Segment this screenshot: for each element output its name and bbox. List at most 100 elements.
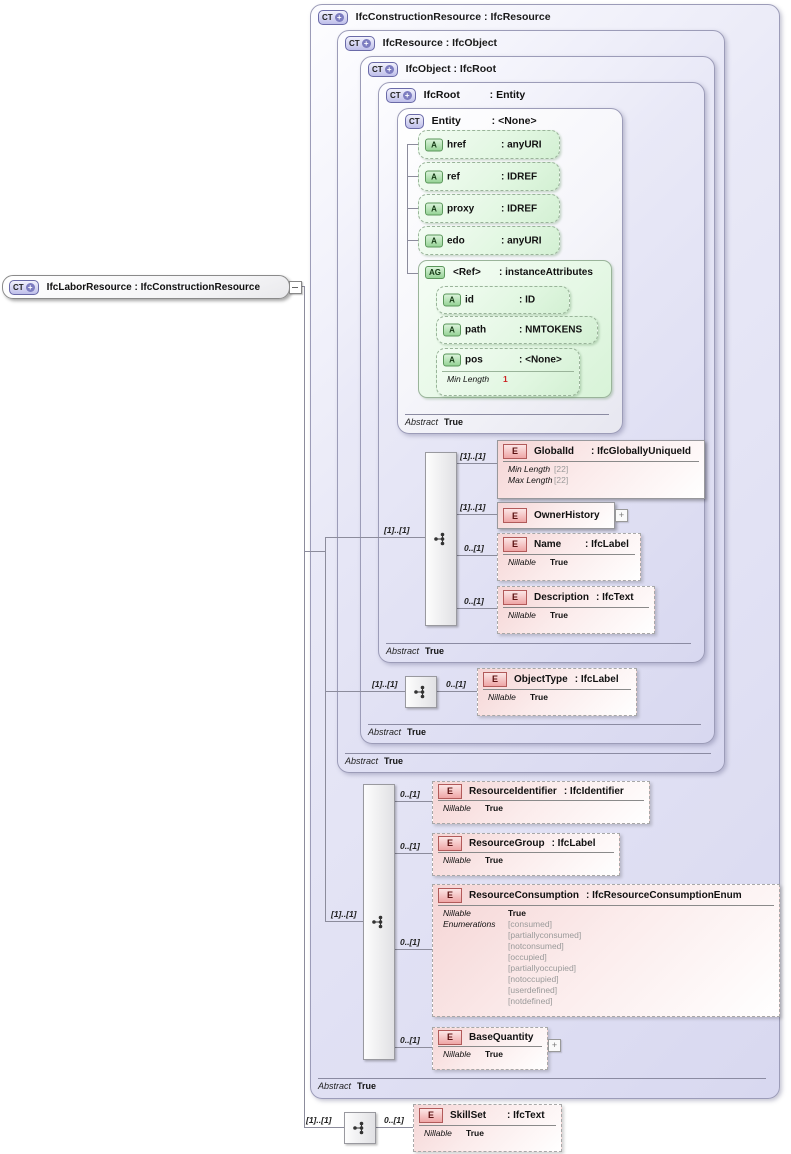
element-badge: E — [503, 589, 527, 605]
connector — [325, 537, 326, 922]
element-badge: E — [503, 443, 527, 459]
cardinality-label: 0..[1] — [464, 543, 484, 553]
complextype-badge[interactable]: CT+ — [386, 87, 416, 103]
sequence-icon — [353, 1121, 364, 1135]
connector — [304, 1127, 345, 1128]
element-badge: E — [483, 671, 507, 687]
root-type-box[interactable]: CT+ IfcLaborResource : IfcConstructionRe… — [2, 275, 290, 299]
connector — [374, 1127, 413, 1128]
complextype-badge[interactable]: CT+ — [318, 9, 348, 25]
sequence-compositor[interactable] — [363, 784, 395, 1060]
attribute-href[interactable]: A href : anyURI — [418, 130, 560, 159]
connector — [325, 921, 363, 922]
sequence-icon — [434, 532, 445, 546]
connector — [304, 551, 325, 552]
connector — [393, 853, 432, 854]
container-title: IfcObject : IfcRoot — [405, 63, 497, 75]
element-badge: E — [438, 783, 462, 799]
connector — [300, 286, 305, 287]
cardinality-label: [1]..[1] — [306, 1115, 332, 1125]
sequence-compositor[interactable] — [344, 1112, 376, 1144]
container-title-type: : Entity — [489, 89, 526, 101]
container-title-type: : <None> — [491, 115, 537, 127]
collapse-toggle[interactable] — [289, 281, 302, 294]
connector — [325, 691, 405, 692]
sequence-compositor[interactable] — [405, 676, 437, 708]
attribute-edo[interactable]: A edo : anyURI — [418, 226, 560, 255]
expand-plus-icon[interactable]: + — [334, 12, 344, 22]
cardinality-label: [1]..[1] — [460, 502, 486, 512]
connector — [407, 240, 418, 241]
connector — [455, 463, 497, 464]
connector — [455, 514, 497, 515]
attribute-badge: A — [425, 234, 443, 247]
expand-button[interactable]: + — [548, 1039, 561, 1052]
attribute-badge: A — [443, 293, 461, 307]
cardinality-label: 0..[1] — [464, 596, 484, 606]
cardinality-label: 0..[1] — [400, 1035, 420, 1045]
element-badge: E — [438, 887, 462, 903]
header-entity: CT Entity : <None> — [405, 112, 537, 130]
container-title-name: IfcRoot — [423, 89, 460, 101]
element-resourceidentifier[interactable]: E ResourceIdentifier : IfcIdentifier Nil… — [432, 781, 650, 824]
expand-plus-icon[interactable]: + — [402, 90, 412, 100]
complextype-badge[interactable]: CT+ — [368, 61, 398, 77]
cardinality-label: 0..[1] — [400, 789, 420, 799]
connector — [393, 801, 432, 802]
connector — [304, 286, 305, 1128]
root-type-label: IfcLaborResource : IfcConstructionResour… — [46, 281, 261, 293]
connector — [407, 273, 418, 274]
connector — [407, 208, 418, 209]
expand-plus-icon[interactable]: + — [361, 38, 371, 48]
attribute-proxy[interactable]: A proxy : IDREF — [418, 194, 560, 223]
container-title: IfcConstructionResource : IfcResource — [355, 11, 551, 23]
element-ownerhistory[interactable]: E OwnerHistory — [497, 502, 615, 529]
facet-rows: Min Length[22] Max Length[22] — [503, 461, 699, 486]
container-title: IfcResource : IfcObject — [382, 37, 498, 49]
expand-button[interactable]: + — [615, 509, 628, 522]
expand-plus-icon[interactable]: + — [384, 64, 394, 74]
complextype-badge[interactable]: CT+ — [345, 35, 375, 51]
connector — [407, 176, 418, 177]
element-resourceconsumption[interactable]: E ResourceConsumption : IfcResourceConsu… — [432, 884, 780, 1017]
element-globalid[interactable]: E GlobalId : IfcGloballyUniqueId Min Len… — [497, 440, 705, 499]
header-ifcobject: CT+ IfcObject : IfcRoot — [368, 60, 496, 78]
element-badge: E — [503, 536, 527, 552]
attribute-id[interactable]: A id : ID — [436, 286, 570, 314]
complextype-badge[interactable]: CT — [405, 113, 424, 129]
cardinality-label: [1]..[1] — [372, 679, 398, 689]
connector — [407, 144, 418, 145]
cardinality-label: [1]..[1] — [460, 451, 486, 461]
header-ifcconstructionresource: CT+ IfcConstructionResource : IfcResourc… — [318, 8, 551, 26]
cardinality-label: 0..[1] — [384, 1115, 404, 1125]
element-badge: E — [419, 1107, 443, 1123]
sequence-compositor[interactable] — [425, 452, 457, 626]
attribute-ref[interactable]: A ref : IDREF — [418, 162, 560, 191]
cardinality-label: 0..[1] — [446, 679, 466, 689]
attribute-path[interactable]: A path : NMTOKENS — [436, 316, 598, 344]
complextype-badge[interactable]: CT+ — [9, 279, 39, 295]
attribute-badge: A — [425, 170, 443, 183]
container-title-name: Entity — [431, 115, 461, 127]
element-badge: E — [438, 1029, 462, 1045]
expand-plus-icon[interactable]: + — [25, 282, 35, 292]
element-badge: E — [503, 508, 527, 523]
connector — [435, 691, 477, 692]
